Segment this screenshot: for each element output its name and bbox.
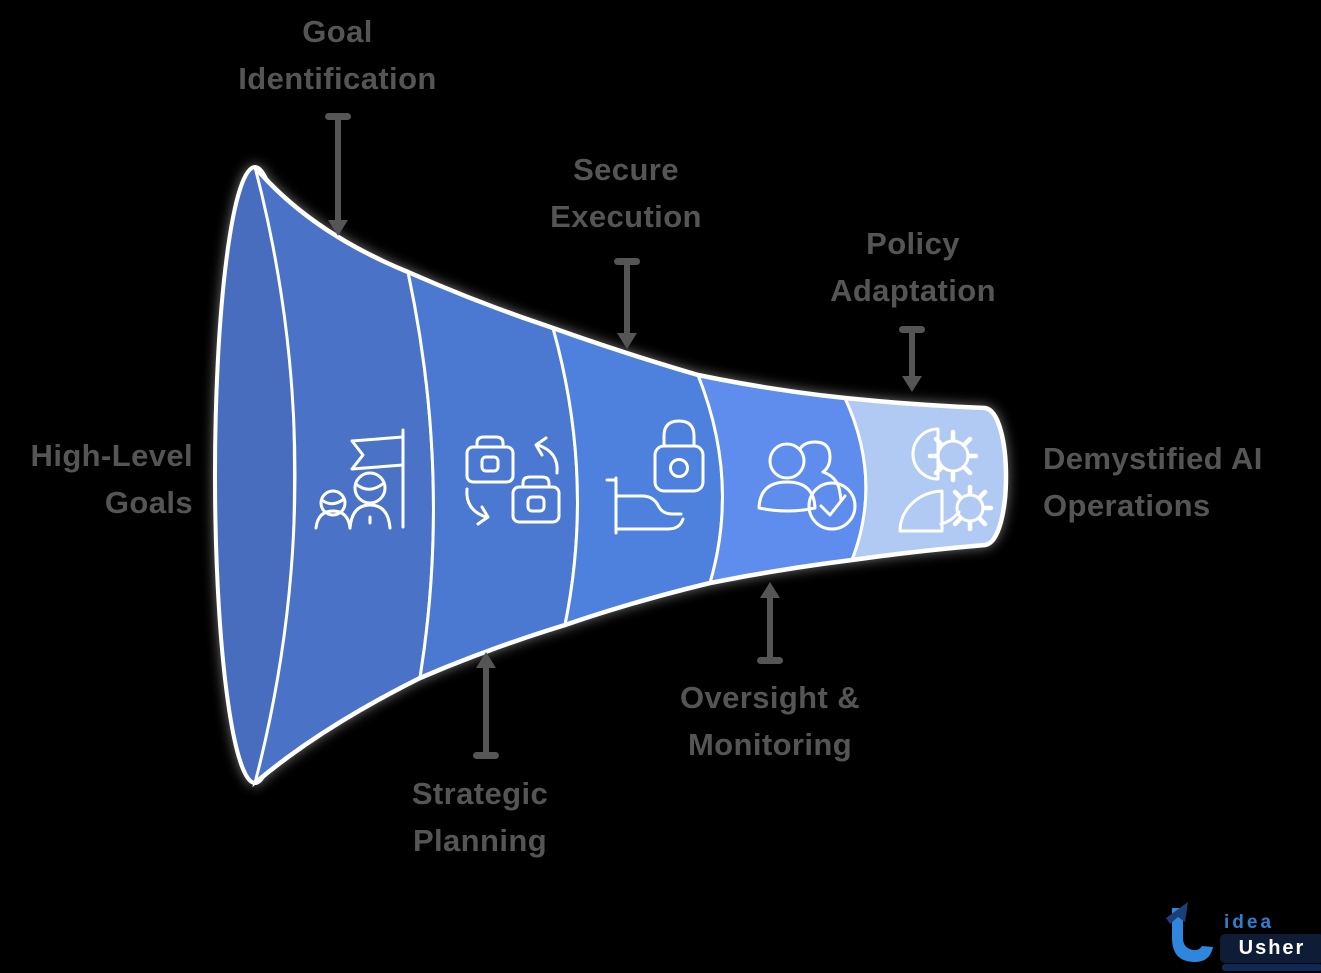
funnel-segment-oversight-monitoring [695,372,868,585]
logo-u-glyph [1172,908,1213,962]
label-line: Monitoring [687,727,853,762]
label-high-level-goals: High-Level Goals [3,432,193,526]
label-line: Policy [866,226,960,261]
funnel-outline [253,165,1009,785]
label-line: Identification [238,61,437,96]
gear-teeth-bottom [952,484,994,532]
person-gears-icon [898,427,994,533]
padlock-icon [605,419,705,535]
connector-strategic-planning [473,652,499,759]
people-check-icon [757,440,857,531]
logo-u-mark [1166,902,1213,962]
logo-brand-bottom: Usher [1238,937,1306,959]
label-strategic-planning: Strategic Planning [346,770,614,864]
funnel-segment-strategic-planning [405,269,579,681]
logo-brand-badge: Usher [1220,934,1321,963]
funnel-shape [213,165,1009,788]
team-flag-icon [314,428,405,530]
connector-policy-adaptation [899,326,925,392]
briefcase-exchange-icon [465,435,561,526]
connector-goal-identification [325,113,351,236]
label-line: Execution [550,199,702,234]
label-line: Secure [573,152,679,187]
label-policy-adaptation: Policy Adaptation [780,220,1046,314]
connector-secure-execution [614,258,640,349]
logo-tagline-bar [1222,964,1321,971]
label-goal-identification: Goal Identification [185,8,490,102]
label-line: Adaptation [830,273,996,308]
label-oversight-monitoring: Oversight & Monitoring [636,674,904,768]
label-line: Goals [104,485,193,520]
label-line: Oversight & [679,680,861,715]
label-line: Planning [412,823,548,858]
label-line: Demystified AI [1043,441,1263,476]
label-line: Operations [1043,488,1211,523]
gear-teeth-top [927,429,979,483]
label-secure-execution: Secure Execution [492,146,760,240]
funnel-segment-policy-adaptation [842,396,1008,562]
idea-usher-logo: idea Usher [1152,898,1321,973]
logo-arrow-icon [1166,902,1188,924]
connectors [325,113,925,759]
label-ai-operations: Demystified AI Operations [1043,435,1319,529]
label-line: Strategic [411,776,549,811]
label-line: High-Level [30,438,193,473]
connector-oversight-monitoring [757,582,783,664]
label-line: Goal [302,14,373,49]
logo-brand-top: idea [1224,912,1275,933]
